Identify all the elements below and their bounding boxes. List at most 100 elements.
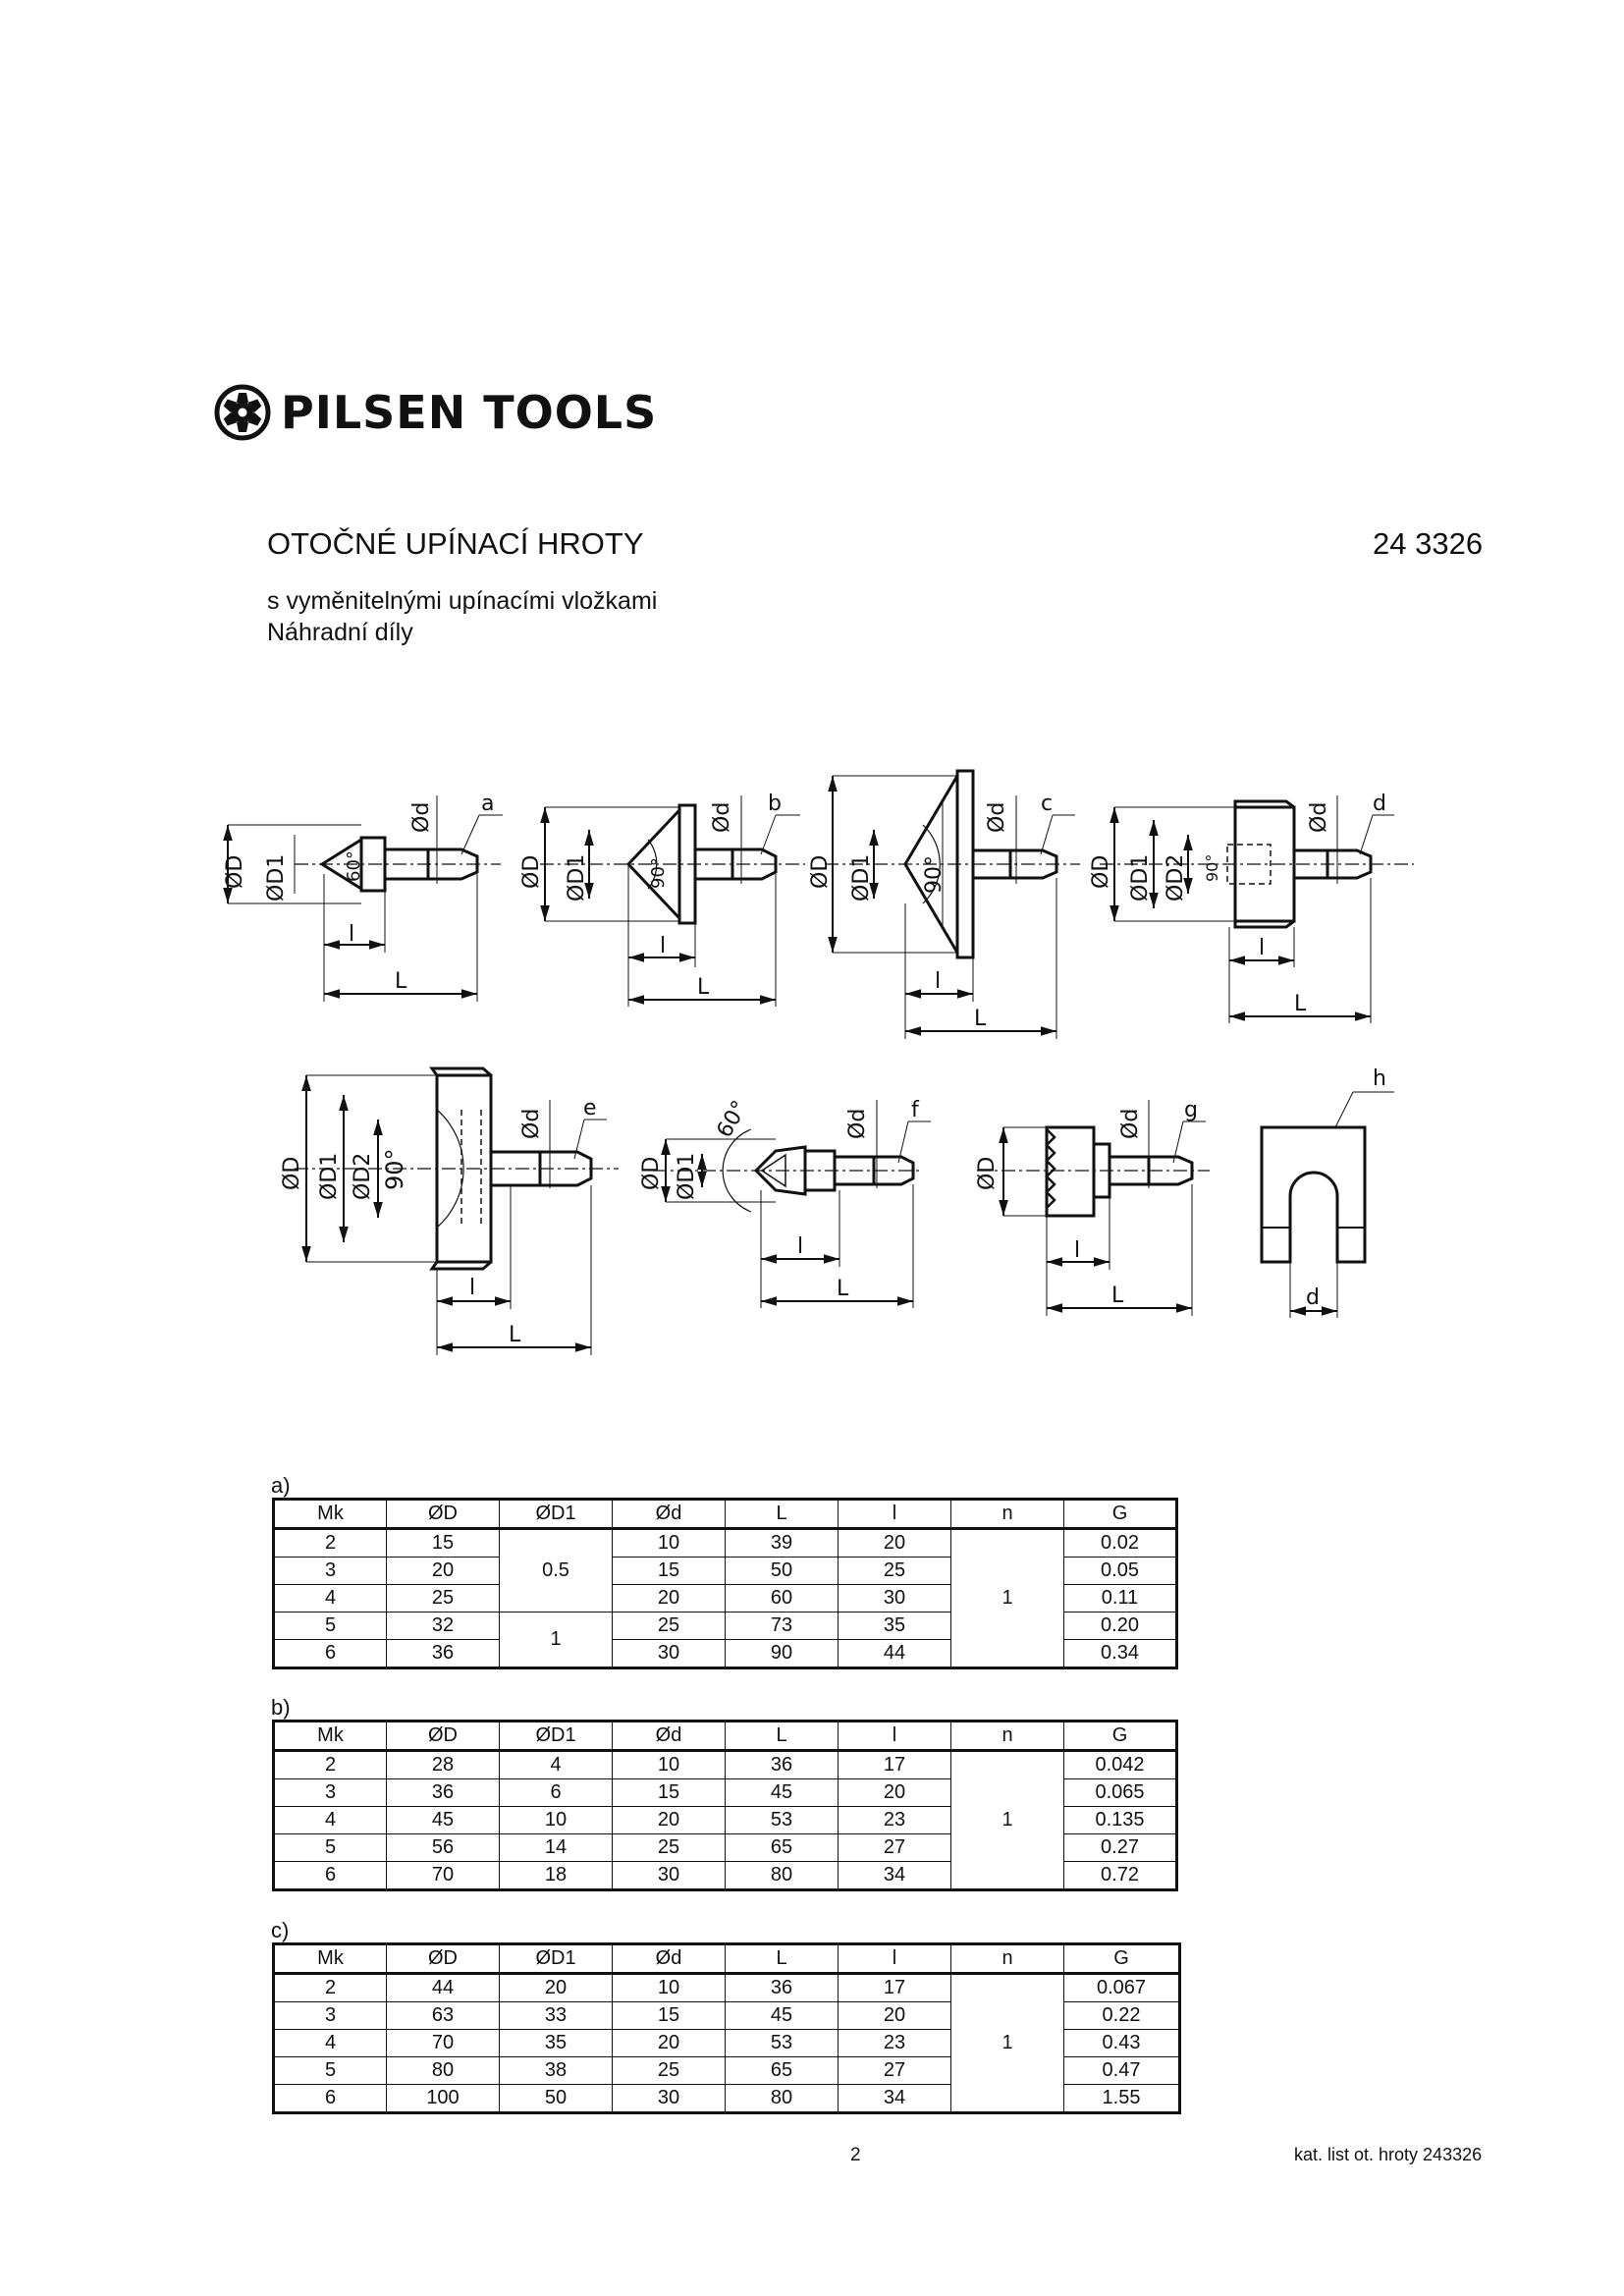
col-D1: ØD1 (499, 1499, 613, 1530)
label-d-l: l (1259, 936, 1265, 960)
col-n: n (950, 1499, 1064, 1530)
col-n: n (950, 1721, 1064, 1752)
table-c-header: Mk ØD ØD1 Ød L l n G (273, 1943, 1180, 1975)
cell: 18 (499, 1861, 613, 1890)
table-b-label: b) (271, 1695, 291, 1720)
label-a-angle: 60° (344, 850, 364, 882)
col-mk: Mk (273, 1943, 387, 1975)
label-d-d: Ød (1307, 802, 1331, 833)
gear-cutter-icon (214, 384, 271, 441)
label-b-L: L (697, 975, 710, 1000)
label-d-L: L (1294, 992, 1307, 1016)
cell-n: 1 (950, 1973, 1064, 2113)
label-g-D: ØD (975, 1157, 1000, 1190)
label-f-D: ØD (639, 1157, 664, 1190)
cell: 70 (386, 1861, 500, 1890)
cell: 63 (386, 2001, 500, 2030)
page-title: OTOČNÉ UPÍNACÍ HROTY (267, 526, 644, 561)
cell: 0.34 (1063, 1639, 1177, 1668)
cell: 36 (386, 1639, 500, 1668)
col-d: Ød (612, 1943, 726, 1975)
label-f-letter: f (911, 1098, 920, 1122)
page-subtitle: s vyměnitelnými upínacími vložkami Náhra… (267, 585, 657, 648)
label-e-D: ØD (280, 1157, 304, 1190)
cell: 50 (499, 2084, 613, 2113)
cell: 45 (725, 2001, 839, 2030)
cell: 2 (273, 1528, 387, 1558)
brand-logo: PILSEN TOOLS (214, 383, 657, 442)
table-row: 6 100 50 30 80 34 1.55 (273, 2084, 1180, 2113)
cell: 60 (725, 1584, 839, 1613)
cell: 30 (612, 1861, 726, 1890)
col-D: ØD (386, 1721, 500, 1752)
drawing-e (295, 1066, 619, 1355)
label-d-D1: ØD1 (1128, 854, 1153, 902)
cell: 0.47 (1063, 2056, 1180, 2085)
label-h-letter: h (1373, 1066, 1386, 1091)
table-row: 4 25 20 60 30 0.11 (273, 1584, 1177, 1613)
drawing-c (825, 769, 1080, 1039)
cell: 17 (838, 1750, 951, 1779)
subtitle-line-1: s vyměnitelnými upínacími vložkami (267, 587, 658, 615)
label-f-D1: ØD1 (675, 1153, 699, 1200)
table-a-header: Mk ØD ØD1 Ød L l n G (273, 1499, 1177, 1530)
cell: 10 (499, 1806, 613, 1834)
cell: 20 (838, 1778, 951, 1807)
cell: 25 (612, 2056, 726, 2085)
col-G: G (1063, 1499, 1177, 1530)
cell: 44 (386, 1973, 500, 2002)
cell: 20 (386, 1557, 500, 1585)
cell: 45 (725, 1778, 839, 1807)
table-row: 2 28 4 10 36 17 1 0.042 (273, 1750, 1177, 1890)
cell: 73 (725, 1612, 839, 1640)
label-g-letter: g (1184, 1098, 1198, 1122)
cell: 3 (273, 1778, 387, 1807)
cell: 34 (838, 2084, 951, 2113)
cell: 23 (838, 2029, 951, 2057)
label-b-d: Ød (710, 802, 734, 833)
cell: 65 (725, 1833, 839, 1862)
catalog-code: 24 3326 (1373, 526, 1484, 561)
label-e-D1: ØD1 (317, 1153, 342, 1200)
cell: 65 (725, 2056, 839, 2085)
cell: 33 (499, 2001, 613, 2030)
table-row: 3 63 33 15 45 20 0.22 (273, 2001, 1180, 2030)
label-b-D1: ØD1 (565, 854, 589, 902)
cell: 14 (499, 1833, 613, 1862)
label-c-letter: c (1041, 792, 1053, 816)
cell: 70 (386, 2029, 500, 2057)
cell: 20 (612, 2029, 726, 2057)
page-number: 2 (850, 2145, 861, 2165)
cell: 2 (273, 1750, 387, 1779)
cell: 6 (499, 1778, 613, 1807)
cell: 28 (386, 1750, 500, 1779)
cell: 25 (612, 1612, 726, 1640)
col-n: n (950, 1943, 1064, 1975)
subtitle-line-2: Náhradní díly (267, 619, 413, 646)
cell: 34 (838, 1861, 951, 1890)
cell: 0.72 (1063, 1861, 1177, 1890)
col-l: l (838, 1499, 951, 1530)
cell: 4 (273, 2029, 387, 2057)
label-a-D: ØD (223, 855, 247, 889)
label-g-l: l (1074, 1238, 1080, 1263)
label-f-angle: 60° (713, 1097, 753, 1142)
cell: 0.27 (1063, 1833, 1177, 1862)
cell: 6 (273, 2084, 387, 2113)
label-a-d: Ød (409, 802, 434, 833)
label-g-d: Ød (1118, 1109, 1143, 1139)
cell: 0.042 (1063, 1750, 1177, 1779)
technical-drawings: ØD ØD1 Ød 60° l L a ØD ØD1 Ød 90° l L b … (223, 769, 1414, 1355)
cell: 35 (838, 1612, 951, 1640)
label-e-L: L (509, 1323, 521, 1347)
cell: 36 (725, 1750, 839, 1779)
label-f-d: Ød (845, 1109, 870, 1139)
label-a-l: l (349, 922, 354, 947)
cell: 36 (386, 1778, 500, 1807)
label-d-angle: 90° (1203, 854, 1221, 882)
cell: 25 (386, 1584, 500, 1613)
cell: 45 (386, 1806, 500, 1834)
table-a-label: a) (271, 1473, 291, 1498)
label-c-d: Ød (985, 802, 1009, 833)
footer-note: kat. list ot. hroty 243326 (1294, 2145, 1483, 2164)
